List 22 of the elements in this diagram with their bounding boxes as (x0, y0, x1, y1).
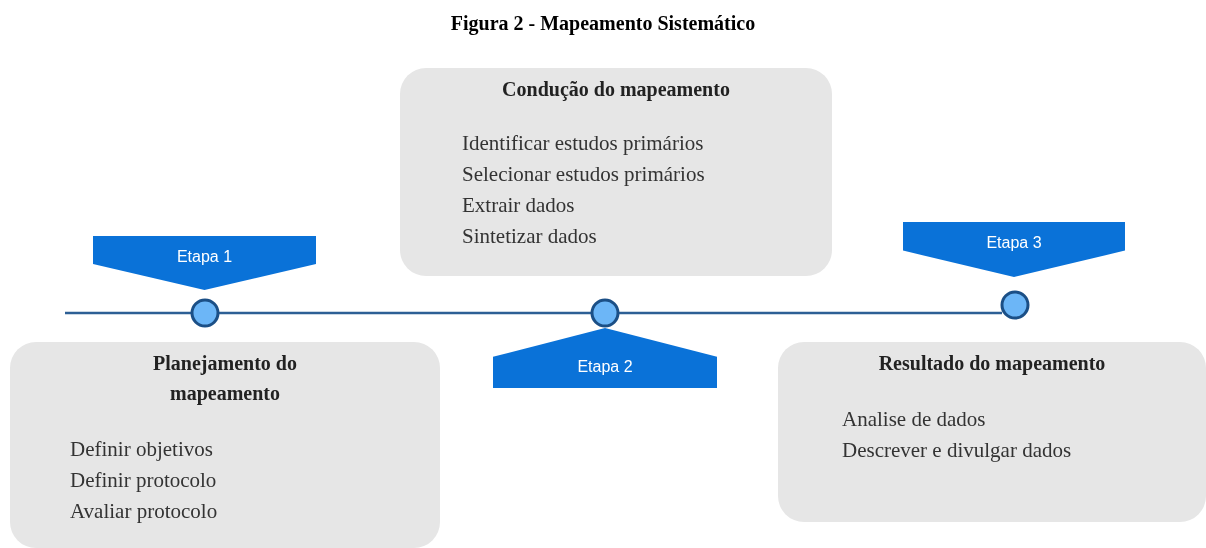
stage-card (400, 68, 832, 276)
stage-banner (903, 222, 1125, 277)
list-item: Definir objetivos (70, 436, 213, 463)
stage-card (10, 342, 440, 548)
list-item: Sintetizar dados (462, 223, 597, 250)
list-item: Extrair dados (462, 192, 575, 219)
banner-label: Etapa 3 (985, 234, 1043, 252)
card-heading: Planejamento do mapeamento (152, 351, 298, 407)
list-item: Descrever e divulgar dados (842, 437, 1072, 464)
banner-label: Etapa 1 (175, 248, 234, 266)
card-heading: Resultado do mapeamento (877, 351, 1107, 377)
stage-banner (93, 236, 316, 290)
list-item: Avaliar protocolo (70, 498, 218, 525)
list-item: Identificar estudos primários (462, 130, 704, 157)
stage-card (778, 342, 1206, 522)
figure-title: Figura 2 - Mapeamento Sistemático (449, 12, 757, 35)
list-item: Selecionar estudos primários (462, 161, 705, 188)
card-heading: Condução do mapeamento (501, 77, 731, 103)
list-item: Definir protocolo (70, 467, 217, 494)
banner-label: Etapa 2 (576, 358, 634, 376)
list-item: Analise de dados (842, 406, 986, 433)
stage-banner (493, 328, 717, 388)
